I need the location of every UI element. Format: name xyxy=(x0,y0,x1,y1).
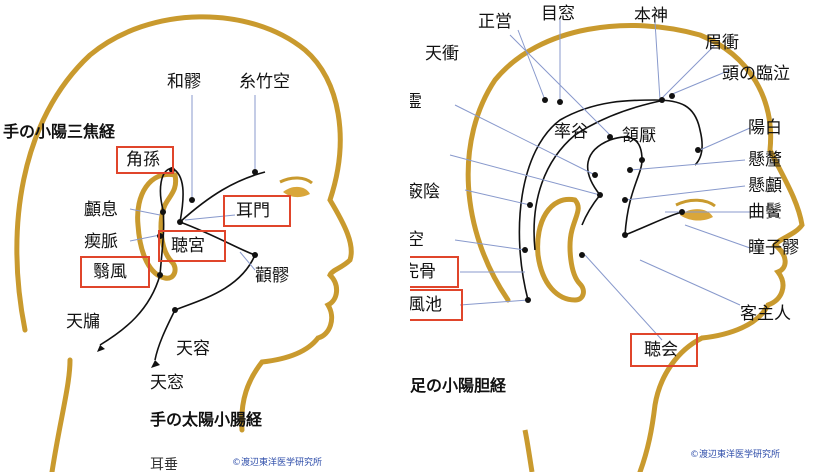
acupoint-label-ganen: 頷厭 xyxy=(622,126,656,146)
highlight-box-chokyu xyxy=(158,230,226,262)
gallbladder-meridian-title: 足の小陽胆経 xyxy=(410,376,507,395)
highlight-box-eifu xyxy=(80,256,150,288)
right-acupoints xyxy=(522,93,701,303)
acupoint-label-bishou: 眉衝 xyxy=(705,33,739,53)
copyright-notice: ©渡辺東洋医学研究所 xyxy=(690,450,781,460)
eye-icon xyxy=(680,209,713,221)
triple-burner-meridian-title: 手の小陽三焦経 xyxy=(3,122,116,141)
acupoint-label-tenyo: 天容 xyxy=(176,339,210,359)
right-diagram-panel: 足の小陽胆経 正営 目窓 本神 眉衝 頭の臨泣 天衝 承霊 率谷 頷厭 陽白 浮… xyxy=(410,0,819,472)
acupoint-label-kenro2: 懸顱 xyxy=(748,176,782,196)
left-diagram-panel: 手の小陽三焦経 手の太陽小腸経 和髎 糸竹空 角孫 耳門 顱息 瘈脈 聴宮 翳風… xyxy=(3,14,354,472)
highlight-box-kankotsu xyxy=(410,256,459,288)
acupoint-label-chokyu: 聴宮 xyxy=(171,236,205,256)
right-guide-lines xyxy=(449,20,751,341)
highlight-box-kakuson xyxy=(116,146,174,174)
gallbladder-meridian-temple-line xyxy=(586,136,643,236)
acupoint-label-mokuso: 目窓 xyxy=(541,4,575,24)
acupoint-label-youhaku: 陽白 xyxy=(748,118,782,138)
acupoint-label-eifu: 翳風 xyxy=(93,262,127,282)
acupoint-label-shorei: 承霊 xyxy=(410,92,422,112)
acupoint-label-sokkoku: 率谷 xyxy=(554,122,588,142)
arrow-icon xyxy=(97,345,105,352)
highlight-box-choe xyxy=(630,333,698,367)
acupoint-label-nokuu: 脳空 xyxy=(410,230,424,250)
ear-outline xyxy=(135,171,179,281)
neck-outline xyxy=(522,429,535,472)
arrow-icon xyxy=(151,360,160,368)
small-intestine-meridian-line xyxy=(154,221,257,361)
copyright-notice: ©渡辺東洋医学研究所 xyxy=(232,458,323,468)
acupoint-label-kanryo: 顴髎 xyxy=(255,266,289,286)
acupoint-label-kyokubin: 曲鬢 xyxy=(748,202,782,222)
acupoint-label-kakuson: 角孫 xyxy=(126,150,160,170)
acupoint-label-honjin: 本神 xyxy=(634,6,668,26)
acupoint-label-jimon: 耳門 xyxy=(236,201,270,221)
acupoint-label-tenso2: 天窓 xyxy=(150,373,184,393)
acupoint-label-tenso: 天牖 xyxy=(66,312,100,332)
eyebrow xyxy=(279,176,313,185)
highlight-box-fuchi xyxy=(410,289,463,321)
small-intestine-meridian-title: 手の太陽小腸経 xyxy=(150,410,263,429)
left-guide-lines xyxy=(129,95,256,271)
acupoint-label-waryo: 和髎 xyxy=(167,72,201,92)
acupoint-label-shichikukuu: 糸竹空 xyxy=(239,72,290,92)
acupoint-label-kenro: 懸釐 xyxy=(748,150,782,170)
cropped-text-fragment: 耳垂 xyxy=(150,457,178,472)
highlight-box-jimon xyxy=(223,195,291,227)
gallbladder-meridian-ear-line xyxy=(581,194,601,226)
left-head-illustration xyxy=(14,14,354,472)
acupoint-label-keimyaku: 瘈脈 xyxy=(84,232,118,252)
ear-outline xyxy=(535,196,586,303)
acupoint-label-atamanorinkyu: 頭の臨泣 xyxy=(722,64,790,84)
acupoint-label-atamanokyoin: 頭の竅陰 xyxy=(410,182,440,202)
eye-icon xyxy=(283,186,310,198)
acupoint-label-doshiryo: 瞳子髎 xyxy=(748,238,799,258)
gallbladder-meridian-face-line xyxy=(624,211,683,236)
eyebrow xyxy=(675,198,716,208)
head-outline xyxy=(14,14,354,433)
gallbladder-meridian-middle-line xyxy=(533,99,666,251)
acupoint-label-fuchi: 風池 xyxy=(410,295,442,315)
acupoint-label-choe: 聴会 xyxy=(644,340,678,360)
gallbladder-meridian-outer-line xyxy=(518,99,703,301)
acupoint-label-shoei: 正営 xyxy=(478,12,512,32)
acupoint-label-rosoku: 顱息 xyxy=(84,200,118,220)
right-head-illustration xyxy=(449,20,805,472)
acupoint-label-kyakushujin: 客主人 xyxy=(740,304,791,324)
acupoint-label-kankotsu: 完骨 xyxy=(410,262,436,282)
neck-outline xyxy=(49,357,73,472)
acupoint-label-tenshou: 天衝 xyxy=(425,44,459,64)
